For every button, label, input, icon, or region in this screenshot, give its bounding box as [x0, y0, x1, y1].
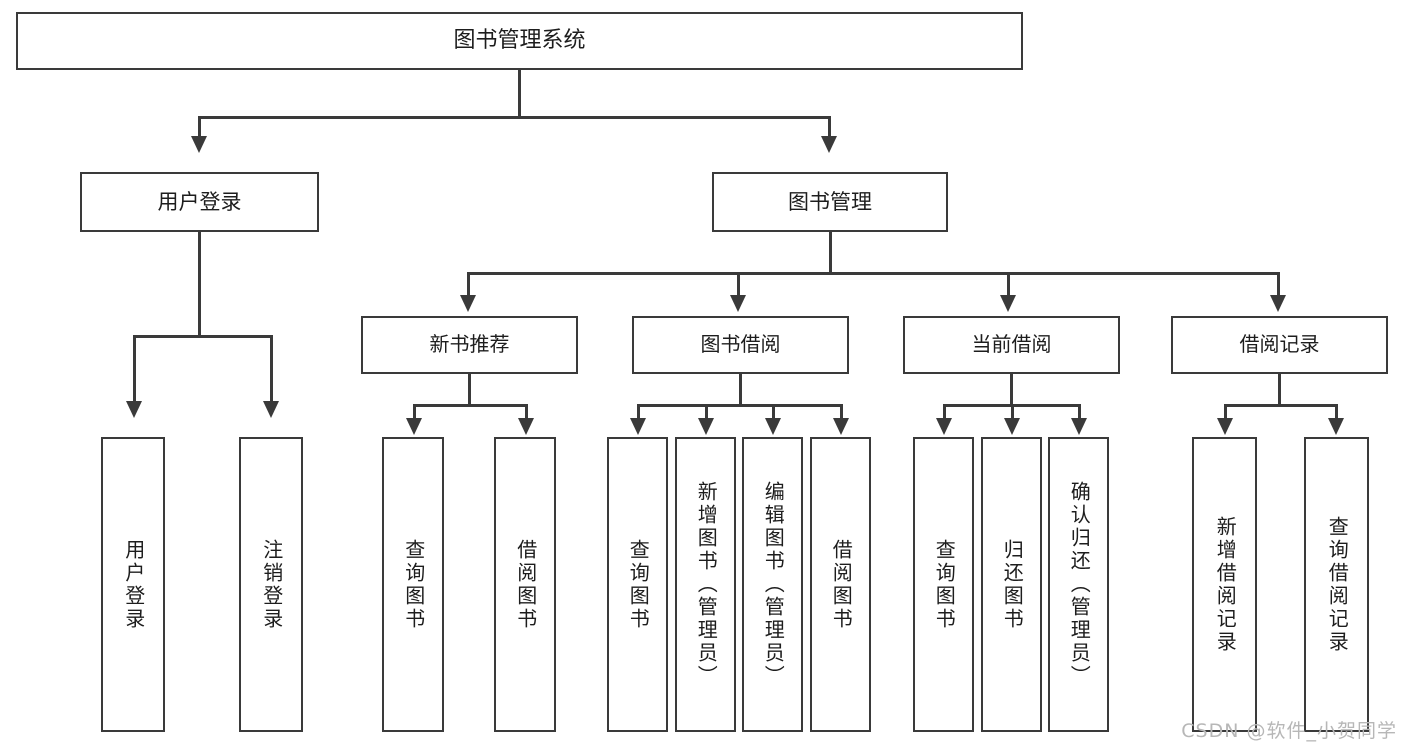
leaf-return-book[interactable]: 归还图书	[981, 437, 1042, 732]
connector-root-stem	[518, 70, 521, 118]
connector-bb-branch-3	[772, 404, 775, 420]
arrow-to-book-borrow	[730, 295, 746, 312]
connector-user-login-branch-2	[270, 335, 273, 403]
connector-bb-branch-1	[637, 404, 640, 420]
node-label: 借阅记录	[1239, 332, 1320, 357]
connector-borrow-record-stem	[1278, 374, 1281, 406]
connector-to-borrow-record	[1277, 272, 1280, 297]
connector-cb-branch-1	[943, 404, 946, 420]
arrow-to-leaf-user-login	[126, 401, 142, 418]
node-root-system[interactable]: 图书管理系统	[16, 12, 1023, 70]
connector-cb-branch-2	[1011, 404, 1014, 420]
node-label: 借阅图书	[513, 538, 538, 631]
arrow-root-to-book-management	[821, 136, 837, 153]
node-label: 新书推荐	[429, 332, 510, 357]
arrow-to-leaf-query-record	[1328, 418, 1344, 435]
connector-user-login-branch-1	[133, 335, 136, 403]
arrow-to-current-borrow	[1000, 295, 1016, 312]
node-label: 图书管理系统	[453, 27, 586, 53]
connector-root-to-book-management	[828, 116, 831, 138]
arrow-to-leaf-add-book	[698, 418, 714, 435]
leaf-borrow-book-1[interactable]: 借阅图书	[494, 437, 556, 732]
connector-nbr-branch-2	[525, 404, 528, 420]
node-borrow-record[interactable]: 借阅记录	[1171, 316, 1388, 374]
arrow-to-leaf-confirm-return	[1071, 418, 1087, 435]
node-label: 图书借阅	[700, 332, 781, 357]
leaf-add-book[interactable]: 新增图书（管理员）	[675, 437, 736, 732]
leaf-edit-book[interactable]: 编辑图书（管理员）	[742, 437, 803, 732]
node-label: 用户登录	[121, 538, 146, 631]
connector-new-book-recommend-stem	[468, 374, 471, 406]
node-label: 编辑图书（管理员）	[761, 481, 786, 688]
connector-root-to-user-login	[198, 116, 201, 138]
leaf-user-login[interactable]: 用户登录	[101, 437, 165, 732]
arrow-to-new-book-recommend	[460, 295, 476, 312]
leaf-add-record[interactable]: 新增借阅记录	[1192, 437, 1257, 732]
connector-cb-branch-3	[1078, 404, 1081, 420]
arrow-to-leaf-edit-book	[765, 418, 781, 435]
leaf-query-book-2[interactable]: 查询图书	[607, 437, 668, 732]
connector-user-login-stem	[198, 232, 201, 337]
connector-user-login-bar	[133, 335, 272, 338]
connector-nbr-branch-1	[413, 404, 416, 420]
connector-book-borrow-bar	[637, 404, 842, 407]
node-user-login[interactable]: 用户登录	[80, 172, 319, 232]
connector-bb-branch-2	[705, 404, 708, 420]
connector-to-current-borrow	[1007, 272, 1010, 297]
node-current-borrow[interactable]: 当前借阅	[903, 316, 1120, 374]
connector-borrow-record-bar	[1224, 404, 1337, 407]
node-label: 查询图书	[932, 538, 957, 631]
connector-level3-bar	[467, 272, 1279, 275]
node-label: 归还图书	[1000, 538, 1025, 631]
node-new-book-recommend[interactable]: 新书推荐	[361, 316, 578, 374]
node-book-management[interactable]: 图书管理	[712, 172, 948, 232]
arrow-to-leaf-query-book-2	[630, 418, 646, 435]
arrow-to-leaf-query-book-3	[936, 418, 952, 435]
node-label: 图书管理	[788, 189, 872, 214]
arrow-to-leaf-borrow-book-1	[518, 418, 534, 435]
node-label: 借阅图书	[829, 538, 854, 631]
leaf-borrow-book-2[interactable]: 借阅图书	[810, 437, 871, 732]
arrow-to-leaf-user-logout	[263, 401, 279, 418]
leaf-user-logout[interactable]: 注销登录	[239, 437, 303, 732]
node-label: 新增借阅记录	[1213, 515, 1238, 654]
node-label: 新增图书（管理员）	[694, 481, 719, 688]
leaf-query-book-1[interactable]: 查询图书	[382, 437, 444, 732]
node-label: 注销登录	[259, 538, 284, 631]
connector-current-borrow-stem	[1010, 374, 1013, 406]
node-label: 查询图书	[626, 538, 651, 631]
leaf-confirm-return[interactable]: 确认归还（管理员）	[1048, 437, 1109, 732]
leaf-query-book-3[interactable]: 查询图书	[913, 437, 974, 732]
arrow-to-leaf-add-record	[1217, 418, 1233, 435]
connector-br-branch-1	[1224, 404, 1227, 420]
arrow-to-leaf-return-book	[1004, 418, 1020, 435]
node-label: 查询图书	[401, 538, 426, 631]
connector-to-book-borrow	[737, 272, 740, 297]
node-book-borrow[interactable]: 图书借阅	[632, 316, 849, 374]
connector-book-management-stem	[829, 232, 832, 274]
connector-br-branch-2	[1335, 404, 1338, 420]
connector-root-bar	[198, 116, 831, 119]
arrow-root-to-user-login	[191, 136, 207, 153]
connector-bb-branch-4	[840, 404, 843, 420]
node-label: 用户登录	[157, 189, 242, 214]
connector-new-book-recommend-bar	[413, 404, 527, 407]
connector-to-new-book-recommend	[467, 272, 470, 297]
node-label: 确认归还（管理员）	[1067, 481, 1092, 688]
arrow-to-leaf-query-book-1	[406, 418, 422, 435]
node-label: 当前借阅	[971, 332, 1052, 357]
leaf-query-record[interactable]: 查询借阅记录	[1304, 437, 1369, 732]
connector-book-borrow-stem	[739, 374, 742, 406]
arrow-to-borrow-record	[1270, 295, 1286, 312]
node-label: 查询借阅记录	[1325, 515, 1350, 654]
arrow-to-leaf-borrow-book-2	[833, 418, 849, 435]
